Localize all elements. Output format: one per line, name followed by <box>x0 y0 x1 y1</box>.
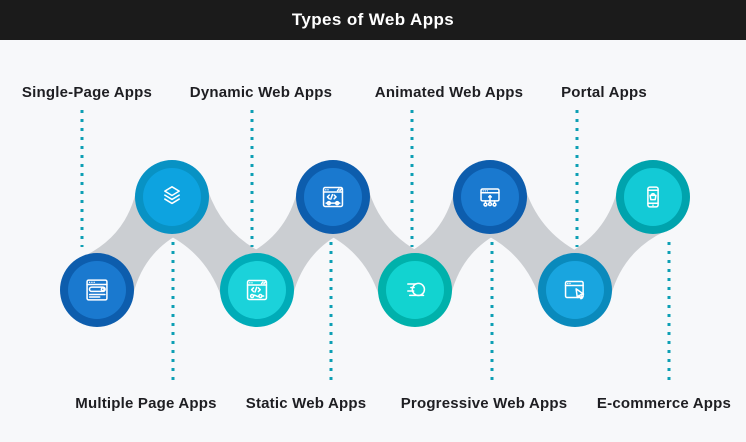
browser-search-icon <box>80 273 114 307</box>
node-static-web-apps <box>296 160 370 234</box>
label-animated-web-apps: Animated Web Apps <box>374 84 524 101</box>
label-multiple-page-apps: Multiple Page Apps <box>75 395 217 412</box>
label-e-commerce-apps: E-commerce Apps <box>596 395 732 412</box>
dotted-connector-dynamic-web-apps <box>250 110 254 247</box>
node-inner-static-web-apps <box>304 168 362 226</box>
label-static-web-apps: Static Web Apps <box>245 395 367 412</box>
dotted-connector-multiple-page-apps <box>171 242 175 380</box>
label-dynamic-web-apps: Dynamic Web Apps <box>189 84 333 101</box>
label-portal-apps: Portal Apps <box>561 84 647 101</box>
page-title: Types of Web Apps <box>291 10 455 29</box>
node-single-page-apps <box>60 253 134 327</box>
node-inner-progressive-web-apps <box>461 168 519 226</box>
dotted-connector-progressive-web-apps <box>490 242 494 380</box>
dotted-connector-animated-web-apps <box>410 110 414 247</box>
dotted-connector-portal-apps <box>575 110 579 247</box>
layers-icon <box>155 180 189 214</box>
label-progressive-web-apps: Progressive Web Apps <box>400 395 568 412</box>
node-animated-web-apps <box>378 253 452 327</box>
browser-code-wave-icon <box>240 273 274 307</box>
browser-cursor-icon <box>558 273 592 307</box>
title-bar: Types of Web Apps <box>0 0 746 40</box>
browser-plugins-icon <box>473 180 507 214</box>
node-inner-portal-apps <box>546 261 604 319</box>
node-progressive-web-apps <box>453 160 527 234</box>
browser-code-icon <box>316 180 350 214</box>
dotted-connector-e-commerce-apps <box>667 242 671 380</box>
node-inner-dynamic-web-apps <box>228 261 286 319</box>
node-e-commerce-apps <box>616 160 690 234</box>
node-inner-e-commerce-apps <box>624 168 682 226</box>
dotted-connector-static-web-apps <box>329 242 333 380</box>
node-inner-animated-web-apps <box>386 261 444 319</box>
node-dynamic-web-apps <box>220 253 294 327</box>
node-inner-single-page-apps <box>68 261 126 319</box>
node-portal-apps <box>538 253 612 327</box>
dotted-connector-single-page-apps <box>80 110 84 247</box>
node-multiple-page-apps <box>135 160 209 234</box>
label-single-page-apps: Single-Page Apps <box>21 84 153 101</box>
mobile-shopping-icon <box>636 180 670 214</box>
speed-circle-icon <box>398 273 432 307</box>
node-inner-multiple-page-apps <box>143 168 201 226</box>
